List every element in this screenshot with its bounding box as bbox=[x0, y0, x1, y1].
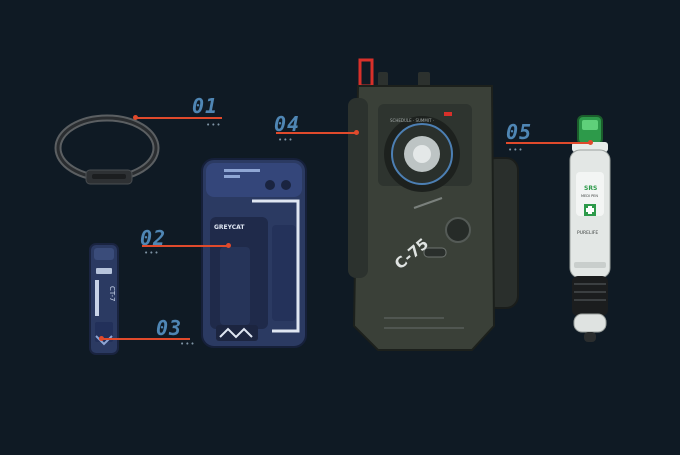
callout-03-anchor bbox=[99, 336, 104, 341]
pen-brand: PURELIFE bbox=[577, 230, 598, 236]
tag-label: CT-7 bbox=[108, 286, 116, 302]
callout-01-leader bbox=[136, 117, 222, 119]
callout-03-number: 03 bbox=[156, 316, 183, 340]
callout-05-number: 05 bbox=[506, 120, 533, 144]
pen-code: SRS bbox=[584, 185, 597, 192]
tag-device-item[interactable]: CT-7 bbox=[84, 240, 124, 358]
callout-04-dots: ••• bbox=[278, 136, 294, 144]
callout-02-leader bbox=[142, 245, 230, 247]
callout-01-dots: ••• bbox=[206, 121, 222, 129]
callout-05-dots: ••• bbox=[508, 146, 524, 154]
callout-04-leader bbox=[276, 132, 358, 134]
callout-01-number: 01 bbox=[192, 94, 219, 118]
callout-03-leader bbox=[102, 338, 190, 340]
radio-dial-text: SCHEDULE · SUMMIT · bbox=[390, 118, 434, 123]
callout-05-leader bbox=[506, 142, 592, 144]
callout-04-anchor bbox=[354, 130, 359, 135]
callout-05-anchor bbox=[588, 140, 593, 145]
wristband-item[interactable] bbox=[52, 108, 162, 192]
radio-item[interactable]: SCHEDULE · SUMMIT · C-75 bbox=[344, 58, 526, 354]
pen-sub: MEDI PEN bbox=[581, 194, 598, 198]
callout-02-dots: ••• bbox=[144, 249, 160, 257]
medi-pen-item[interactable]: SRS MEDI PEN PURELIFE bbox=[560, 112, 620, 352]
phone-brand: GREYCAT bbox=[214, 224, 245, 231]
rugged-phone-item[interactable]: GREYCAT bbox=[198, 155, 310, 351]
callout-02-anchor bbox=[226, 243, 231, 248]
callout-01-anchor bbox=[133, 115, 138, 120]
callout-03-dots: ••• bbox=[180, 340, 196, 348]
